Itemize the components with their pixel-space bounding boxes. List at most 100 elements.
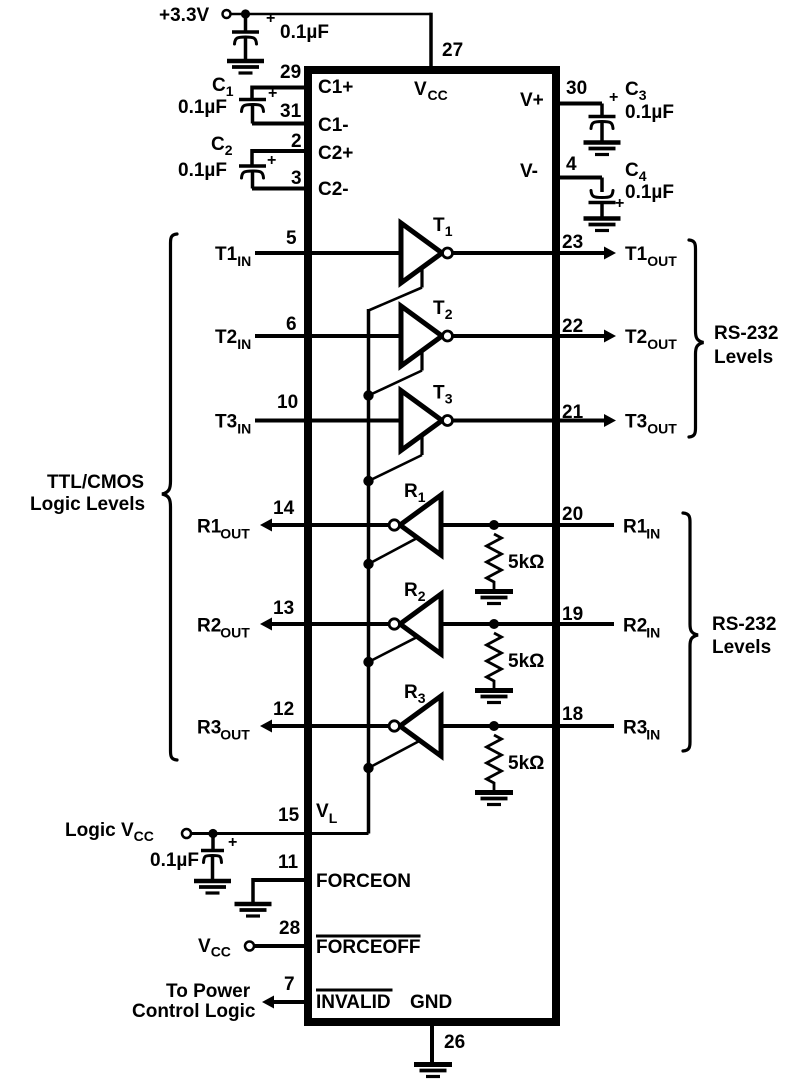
svg-text:V+: V+ bbox=[520, 90, 544, 111]
svg-text:2: 2 bbox=[418, 588, 426, 604]
svg-text:18: 18 bbox=[562, 704, 583, 725]
svg-text:2: 2 bbox=[445, 306, 453, 322]
svg-text:5kΩ: 5kΩ bbox=[508, 651, 544, 672]
svg-text:29: 29 bbox=[280, 62, 301, 83]
svg-text:R1: R1 bbox=[197, 517, 222, 538]
svg-text:14: 14 bbox=[273, 498, 295, 519]
svg-text:C: C bbox=[211, 134, 225, 155]
svg-text:CC: CC bbox=[428, 87, 448, 103]
svg-text:1: 1 bbox=[226, 83, 234, 99]
svg-text:T1: T1 bbox=[625, 244, 648, 265]
svg-text:IN: IN bbox=[237, 253, 251, 269]
svg-text:1: 1 bbox=[445, 223, 453, 239]
svg-text:31: 31 bbox=[280, 101, 302, 122]
svg-text:Control Logic: Control Logic bbox=[132, 1001, 256, 1022]
svg-text:3: 3 bbox=[639, 87, 647, 103]
svg-text:+: + bbox=[609, 89, 618, 106]
svg-text:23: 23 bbox=[562, 232, 583, 253]
svg-text:10: 10 bbox=[277, 392, 298, 413]
svg-text:To Power: To Power bbox=[166, 981, 251, 1002]
svg-text:OUT: OUT bbox=[647, 421, 677, 437]
svg-text:TTL/CMOS: TTL/CMOS bbox=[47, 472, 144, 493]
svg-text:21: 21 bbox=[562, 402, 584, 423]
svg-text:3: 3 bbox=[291, 168, 302, 189]
svg-text:3: 3 bbox=[418, 690, 426, 706]
svg-text:OUT: OUT bbox=[220, 625, 250, 641]
svg-text:C2-: C2- bbox=[318, 179, 349, 200]
svg-text:RS-232: RS-232 bbox=[712, 614, 776, 635]
svg-text:R2: R2 bbox=[197, 616, 221, 637]
svg-text:V-: V- bbox=[520, 161, 538, 182]
svg-text:6: 6 bbox=[286, 314, 297, 335]
svg-text:INVALID: INVALID bbox=[316, 992, 391, 1013]
svg-text:GND: GND bbox=[410, 992, 452, 1013]
svg-text:IN: IN bbox=[646, 526, 660, 542]
svg-text:1: 1 bbox=[418, 489, 426, 505]
svg-text:RS-232: RS-232 bbox=[714, 323, 778, 344]
svg-text:0.1µF: 0.1µF bbox=[625, 102, 674, 123]
svg-text:30: 30 bbox=[566, 78, 587, 99]
svg-text:4: 4 bbox=[566, 154, 577, 175]
svg-text:T1: T1 bbox=[215, 244, 238, 265]
svg-text:13: 13 bbox=[273, 598, 294, 619]
svg-text:FORCEOFF: FORCEOFF bbox=[316, 937, 421, 958]
svg-text:V: V bbox=[198, 936, 211, 957]
svg-text:2: 2 bbox=[225, 142, 233, 158]
svg-text:C: C bbox=[212, 75, 226, 96]
svg-text:T: T bbox=[433, 383, 445, 404]
svg-text:+3.3V: +3.3V bbox=[159, 5, 210, 26]
svg-text:Logic Levels: Logic Levels bbox=[30, 494, 145, 515]
svg-text:T2: T2 bbox=[625, 327, 647, 348]
svg-text:0.1µF: 0.1µF bbox=[625, 182, 674, 203]
svg-text:C1+: C1+ bbox=[318, 77, 353, 98]
svg-text:+: + bbox=[228, 834, 237, 851]
svg-text:CC: CC bbox=[211, 944, 231, 960]
svg-text:R: R bbox=[404, 580, 418, 601]
svg-text:0.1µF: 0.1µF bbox=[280, 22, 329, 43]
svg-text:OUT: OUT bbox=[647, 336, 677, 352]
svg-text:C: C bbox=[625, 79, 639, 100]
svg-text:0.1µF: 0.1µF bbox=[178, 97, 227, 118]
svg-text:26: 26 bbox=[444, 1032, 465, 1053]
svg-text:28: 28 bbox=[279, 918, 300, 939]
svg-text:19: 19 bbox=[562, 604, 583, 625]
svg-text:IN: IN bbox=[646, 625, 660, 641]
svg-text:2: 2 bbox=[291, 131, 302, 152]
svg-text:IN: IN bbox=[237, 336, 251, 352]
svg-text:+: + bbox=[615, 195, 624, 212]
svg-text:+: + bbox=[266, 10, 275, 27]
svg-text:T: T bbox=[433, 298, 445, 319]
svg-text:L: L bbox=[329, 810, 338, 826]
svg-text:5kΩ: 5kΩ bbox=[508, 753, 544, 774]
svg-text:T: T bbox=[433, 215, 445, 236]
svg-text:C1-: C1- bbox=[318, 115, 349, 136]
svg-text:OUT: OUT bbox=[647, 253, 677, 269]
svg-text:15: 15 bbox=[278, 805, 300, 826]
svg-text:3: 3 bbox=[445, 391, 453, 407]
svg-text:T3: T3 bbox=[215, 412, 237, 433]
svg-text:R3: R3 bbox=[197, 718, 221, 739]
svg-text:CC: CC bbox=[134, 828, 154, 844]
svg-text:T3: T3 bbox=[625, 412, 647, 433]
svg-text:R3: R3 bbox=[623, 718, 647, 739]
svg-text:11: 11 bbox=[278, 852, 299, 873]
svg-text:OUT: OUT bbox=[220, 727, 250, 743]
svg-text:+: + bbox=[268, 85, 277, 102]
svg-text:4: 4 bbox=[639, 168, 647, 184]
svg-text:12: 12 bbox=[273, 699, 294, 720]
svg-text:R: R bbox=[404, 481, 418, 502]
svg-text:IN: IN bbox=[646, 727, 660, 743]
svg-text:20: 20 bbox=[562, 504, 583, 525]
svg-text:Levels: Levels bbox=[712, 637, 771, 658]
svg-text:+: + bbox=[267, 152, 276, 169]
svg-text:C2+: C2+ bbox=[318, 143, 353, 164]
svg-text:R1: R1 bbox=[623, 517, 648, 538]
svg-text:22: 22 bbox=[562, 316, 583, 337]
svg-text:R: R bbox=[404, 682, 418, 703]
svg-text:0.1µF: 0.1µF bbox=[150, 850, 199, 871]
svg-text:FORCEON: FORCEON bbox=[316, 871, 411, 892]
svg-text:T2: T2 bbox=[215, 327, 237, 348]
svg-text:5: 5 bbox=[286, 228, 297, 249]
svg-text:V: V bbox=[316, 801, 329, 822]
svg-text:Logic V: Logic V bbox=[65, 820, 134, 841]
